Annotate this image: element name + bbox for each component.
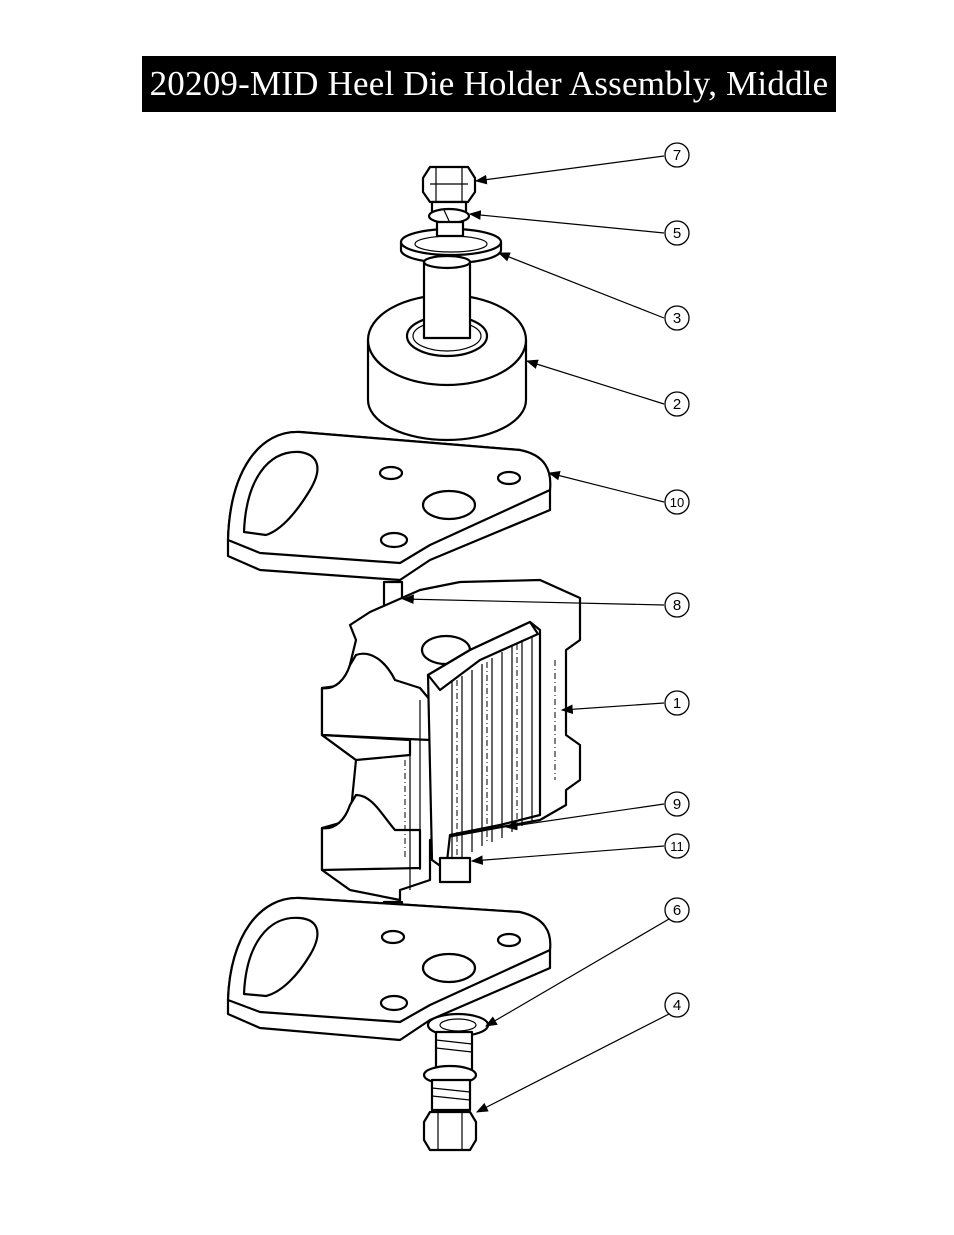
callout-9: 9 xyxy=(664,791,690,817)
callout-1-label: 1 xyxy=(673,695,681,712)
bottom-bolt-part xyxy=(422,1030,478,1152)
callout-10: 10 xyxy=(664,489,690,515)
callout-4: 4 xyxy=(664,992,690,1018)
callout-1: 1 xyxy=(664,690,690,716)
bottom-plate-part xyxy=(226,896,552,1042)
callout-5-label: 5 xyxy=(673,225,681,242)
callout-10-label: 10 xyxy=(670,495,684,510)
callout-5: 5 xyxy=(664,220,690,246)
callout-4-label: 4 xyxy=(673,997,681,1014)
callout-6-label: 6 xyxy=(673,902,681,919)
callout-9-label: 9 xyxy=(673,796,681,813)
leader-10 xyxy=(547,470,665,503)
callout-3-label: 3 xyxy=(673,310,681,327)
hex-bolt-part xyxy=(421,165,477,204)
callout-2-label: 2 xyxy=(673,396,681,413)
page-title: 20209-MID Heel Die Holder Assembly, Midd… xyxy=(142,56,836,112)
leader-11 xyxy=(470,845,665,865)
callout-8: 8 xyxy=(664,592,690,618)
leader-1 xyxy=(560,702,665,715)
callout-11: 11 xyxy=(664,833,690,859)
callout-7-label: 7 xyxy=(673,147,681,164)
leader-lines xyxy=(401,155,670,1113)
leader-2 xyxy=(525,359,665,405)
top-plate-part xyxy=(226,430,552,582)
leader-9 xyxy=(504,803,665,831)
leader-8 xyxy=(401,594,665,606)
leader-7 xyxy=(474,155,665,185)
callout-8-label: 8 xyxy=(673,597,681,614)
roller-part xyxy=(366,254,528,442)
leader-5 xyxy=(468,210,665,234)
leader-3 xyxy=(497,252,665,319)
callout-6: 6 xyxy=(664,897,690,923)
leader-6 xyxy=(484,918,670,1027)
lock-washer-part xyxy=(427,200,471,225)
leader-4 xyxy=(475,1013,670,1113)
shaft-stub-part xyxy=(438,856,472,884)
callout-2: 2 xyxy=(664,391,690,417)
callout-3: 3 xyxy=(664,305,690,331)
die-insert-part xyxy=(426,620,542,872)
flat-washer-part xyxy=(399,220,503,265)
callout-11-label: 11 xyxy=(670,839,684,854)
callout-7: 7 xyxy=(664,142,690,168)
